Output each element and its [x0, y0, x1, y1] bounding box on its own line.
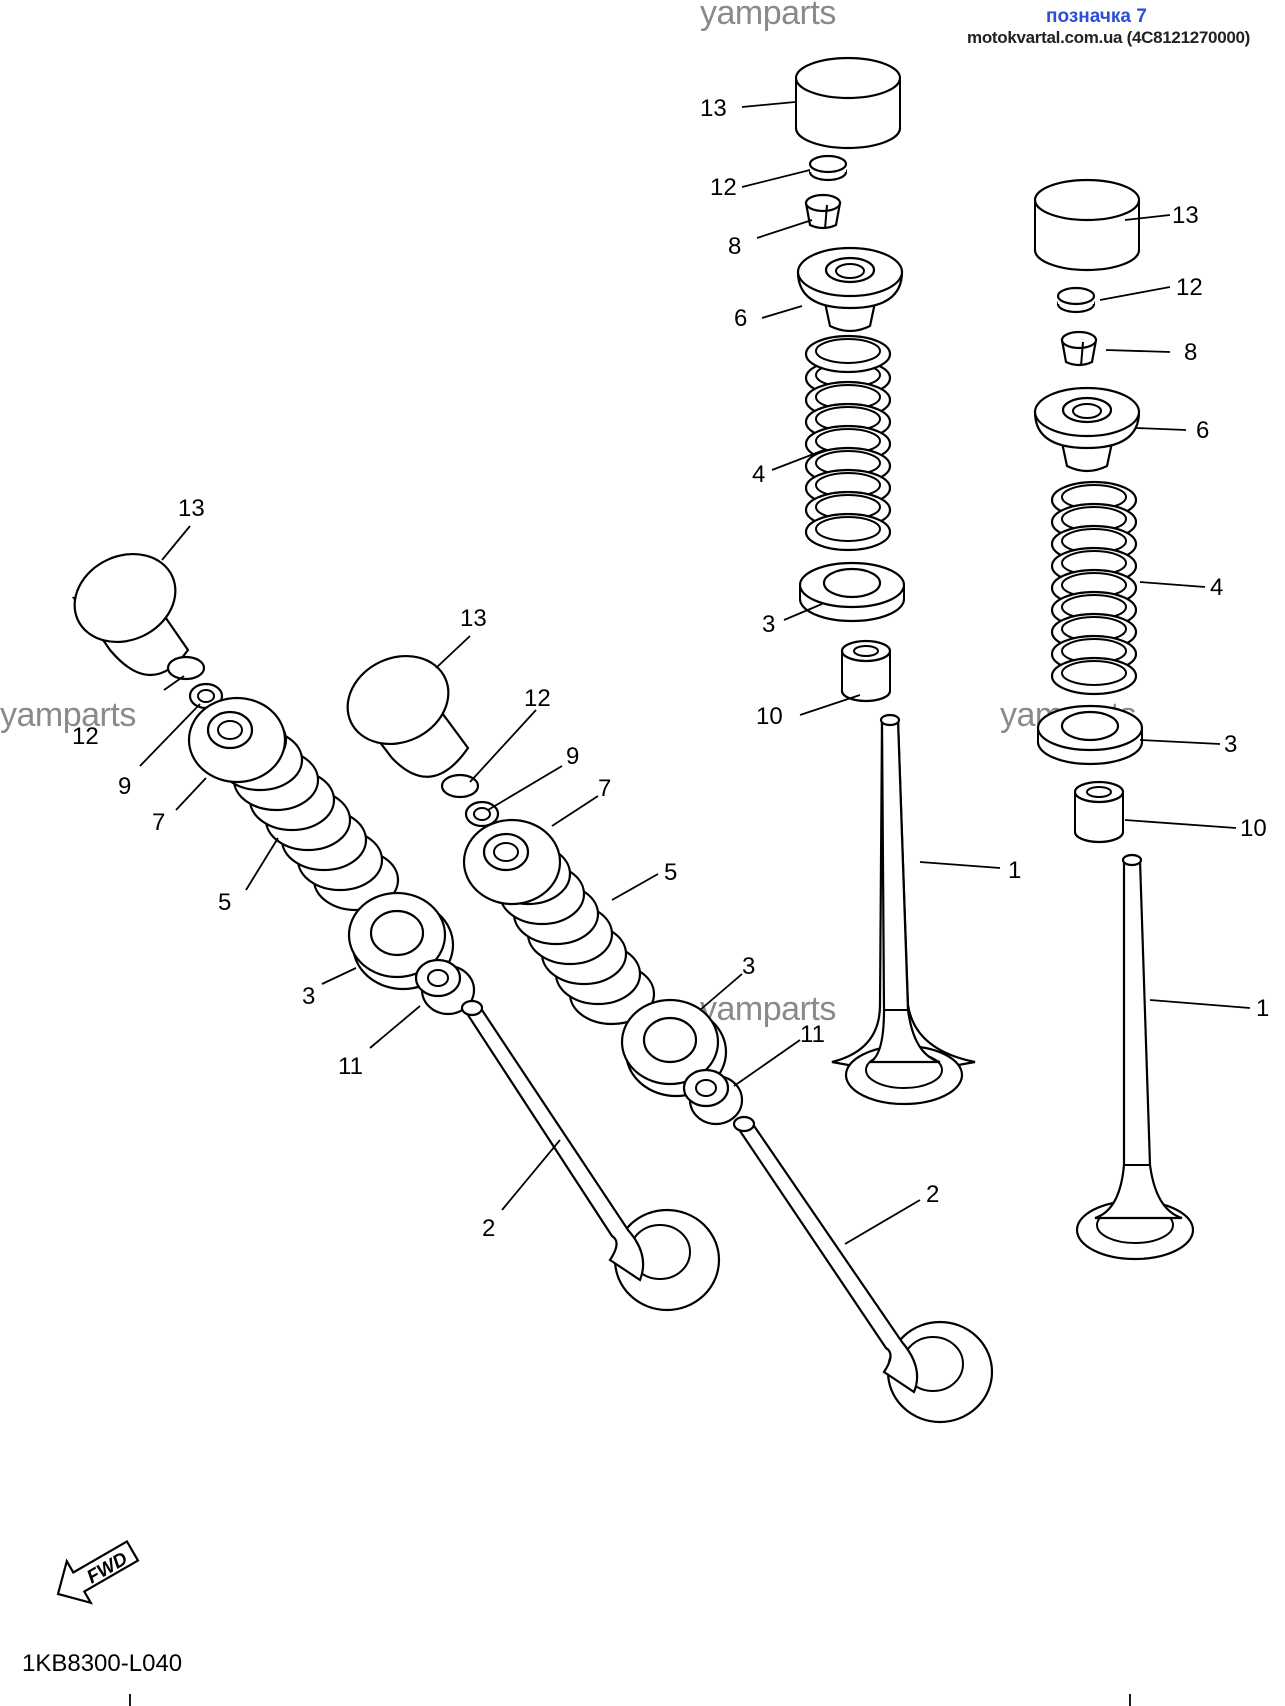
watermark: yamparts — [700, 0, 836, 32]
valve-a[interactable] — [831, 713, 976, 1106]
valve-stem-seal-d[interactable] — [682, 1068, 744, 1126]
watermark: yamparts — [700, 990, 836, 1028]
callout-13[interactable]: 13 — [1172, 202, 1199, 229]
callout-12[interactable]: 12 — [1176, 274, 1203, 301]
drawing-code: 1KB8300-L040 — [22, 1650, 183, 1677]
valve-lifter-c[interactable] — [60, 538, 190, 676]
valve-cotter-b[interactable] — [1060, 330, 1098, 368]
valve-d[interactable] — [732, 1115, 994, 1424]
callout-3[interactable]: 3 — [1224, 731, 1237, 758]
callout-2[interactable]: 2 — [926, 1181, 939, 1208]
valve-lifter-b[interactable] — [1033, 178, 1141, 272]
callout-13[interactable]: 13 — [460, 605, 487, 632]
valve-group-c — [60, 538, 721, 1312]
callout-5[interactable]: 5 — [664, 859, 677, 886]
callout-7[interactable]: 7 — [598, 775, 611, 802]
adjusting-pad-a[interactable] — [808, 154, 848, 182]
callout-2[interactable]: 2 — [482, 1215, 495, 1242]
valve-group-d — [333, 640, 994, 1424]
callout-9[interactable]: 9 — [566, 743, 579, 770]
callout-6[interactable]: 6 — [1196, 417, 1209, 444]
callout-6[interactable]: 6 — [734, 305, 747, 332]
source-reference[interactable]: motokvartal.com.ua (4C8121270000) — [967, 28, 1251, 47]
callout-9[interactable]: 9 — [118, 773, 131, 800]
valve-stem-seal-a[interactable] — [840, 639, 892, 703]
callout-13[interactable]: 13 — [178, 495, 205, 522]
spring-seat-a[interactable] — [798, 561, 906, 623]
callout-4[interactable]: 4 — [752, 461, 765, 488]
callout-12[interactable]: 12 — [72, 723, 99, 750]
callout-4[interactable]: 4 — [1210, 574, 1223, 601]
callout-10[interactable]: 10 — [756, 703, 783, 730]
callout-numbers: 13 12 8 6 4 3 10 1 13 12 8 6 4 3 10 1 13… — [72, 95, 1269, 1242]
callout-12[interactable]: 12 — [710, 174, 737, 201]
adjusting-pad-c[interactable] — [166, 655, 206, 681]
valve-group-a — [794, 56, 976, 1106]
callout-3[interactable]: 3 — [762, 611, 775, 638]
fwd-arrow-icon: FWD — [56, 1539, 140, 1605]
callout-3[interactable]: 3 — [742, 953, 755, 980]
callout-13[interactable]: 13 — [700, 95, 727, 122]
diagram-mark: позначка 7 — [1046, 6, 1147, 27]
valve-b[interactable] — [1075, 853, 1195, 1261]
callout-8[interactable]: 8 — [1184, 339, 1197, 366]
valve-stem-seal-c[interactable] — [414, 958, 476, 1016]
spring-seat-b[interactable] — [1036, 704, 1144, 766]
callout-12[interactable]: 12 — [524, 685, 551, 712]
valve-lifter-a[interactable] — [794, 56, 902, 150]
callout-8[interactable]: 8 — [728, 233, 741, 260]
leader-lines — [139, 101, 1251, 1245]
callout-11[interactable]: 11 — [800, 1021, 825, 1048]
valve-cotter-a[interactable] — [804, 193, 842, 231]
callout-5[interactable]: 5 — [218, 889, 231, 916]
spring-retainer-a[interactable] — [796, 246, 904, 333]
callout-1[interactable]: 1 — [1008, 857, 1021, 884]
adjusting-pad-d[interactable] — [440, 773, 480, 799]
spring-retainer-d[interactable] — [462, 818, 562, 906]
valve-c[interactable] — [460, 999, 721, 1312]
watermark: yamparts — [0, 696, 136, 734]
callout-3[interactable]: 3 — [302, 983, 315, 1010]
valve-spring-b[interactable] — [1050, 480, 1138, 696]
callout-10[interactable]: 10 — [1240, 815, 1267, 842]
valve-group-b — [1033, 178, 1195, 1261]
valve-lifter-d[interactable] — [333, 640, 470, 778]
callout-1[interactable]: 1 — [1256, 995, 1269, 1022]
callout-11[interactable]: 11 — [338, 1053, 363, 1080]
callout-7[interactable]: 7 — [152, 809, 165, 836]
spring-retainer-b[interactable] — [1033, 386, 1141, 473]
valve-spring-a[interactable] — [804, 334, 892, 552]
valve-stem-seal-b[interactable] — [1073, 780, 1125, 844]
page-edge-marks — [129, 1694, 1131, 1706]
adjusting-pad-b[interactable] — [1056, 286, 1096, 314]
spring-retainer-c[interactable] — [187, 696, 287, 784]
